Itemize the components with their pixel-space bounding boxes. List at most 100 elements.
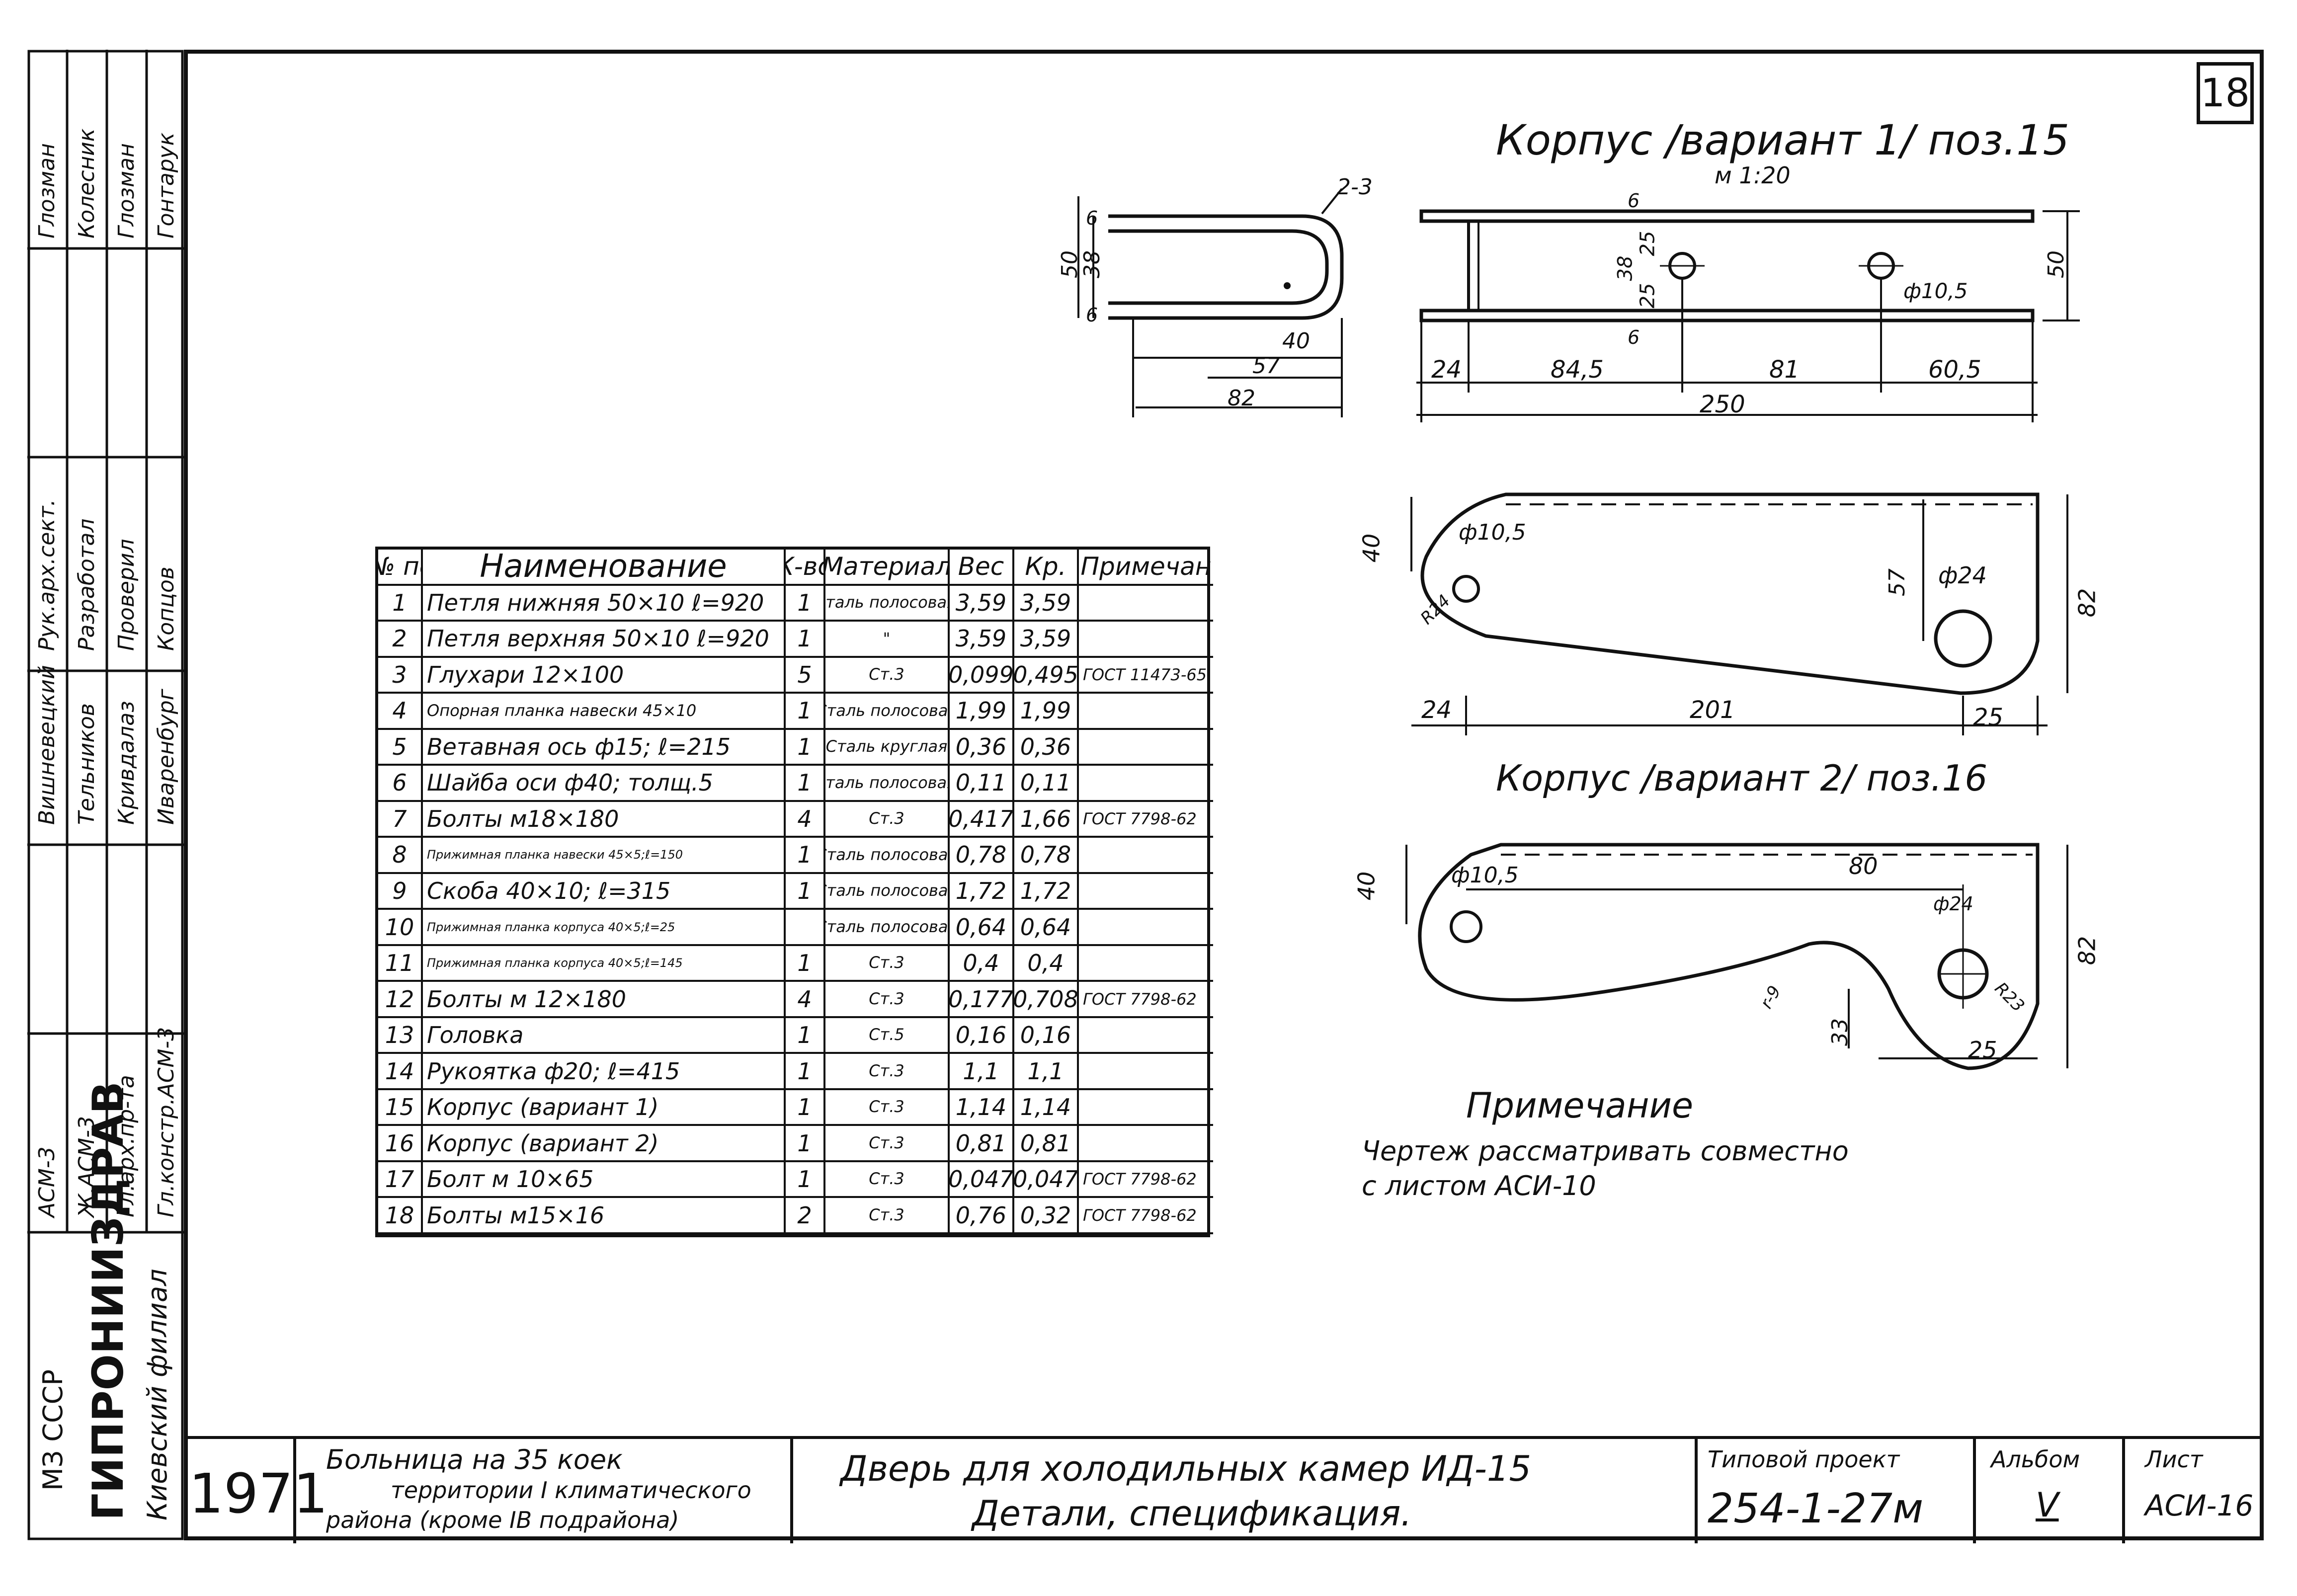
org-ministry: МЗ СССР xyxy=(37,1369,69,1491)
dim-label: 81 xyxy=(1769,356,1800,384)
project-line2: территории I климатического xyxy=(391,1477,751,1504)
table-cell: Глухари 12×100 xyxy=(423,657,786,694)
dim-label: 25 xyxy=(1636,283,1659,309)
table-cell: Ст.5 xyxy=(825,1018,950,1054)
signature-role: Копцов xyxy=(154,566,179,651)
dim-label: 38 xyxy=(1079,250,1105,278)
table-cell: 3 xyxy=(378,657,423,694)
table-cell xyxy=(1079,1018,1213,1054)
dim-label: ф24 xyxy=(1933,893,1973,915)
dim-label: 6 xyxy=(1086,207,1098,229)
table-cell: 0,16 xyxy=(1014,1018,1079,1054)
album-cell: Альбом V xyxy=(1973,1439,2122,1543)
table-cell: 1 xyxy=(786,1054,825,1090)
dim-label: 82 xyxy=(2073,588,2101,618)
org-branch: Киевский филиал xyxy=(142,1269,173,1520)
table-cell: 1 xyxy=(786,874,825,910)
header-material: Материал xyxy=(825,550,950,586)
table-cell: 3,59 xyxy=(1014,585,1079,622)
signature-name: Тельников xyxy=(74,703,99,825)
signature-role: Гл.констр.АСМ-3 xyxy=(154,1027,179,1217)
table-cell: 0,32 xyxy=(1014,1198,1079,1234)
table-cell: Ст.3 xyxy=(825,1090,950,1126)
table-cell: 0,4 xyxy=(1014,946,1079,982)
table-cell xyxy=(786,910,825,946)
table-cell: 0,495 xyxy=(1014,657,1079,694)
table-cell: сталь полосовая xyxy=(825,585,950,622)
dim-label: 201 xyxy=(1690,696,1735,724)
table-cell: Рукоятка ф20; ℓ=415 xyxy=(423,1054,786,1090)
table-cell: Болты м18×180 xyxy=(423,801,786,838)
table-cell: Прижимная планка навески 45×5;ℓ=150 xyxy=(423,838,786,874)
dim-label: 50 xyxy=(1057,250,1082,278)
table-cell: Сталь полосовая xyxy=(825,694,950,730)
table-cell: 1 xyxy=(786,1090,825,1126)
table-cell: 0,36 xyxy=(1014,729,1079,766)
signature-role: Гл.арх.пр-та xyxy=(114,1075,139,1217)
table-cell: Ст.3 xyxy=(825,1162,950,1198)
table-cell: Скоба 40×10; ℓ=315 xyxy=(423,874,786,910)
table-cell: 1,14 xyxy=(1014,1090,1079,1126)
table-cell: 0,78 xyxy=(1014,838,1079,874)
table-cell: 5 xyxy=(786,657,825,694)
header-name: Наименование xyxy=(423,550,786,586)
table-cell: 9 xyxy=(378,874,423,910)
table-cell: Головка xyxy=(423,1018,786,1054)
housing-variant1-plan xyxy=(1416,209,2080,422)
album-value: V xyxy=(2036,1486,2059,1525)
sheet-label: Лист xyxy=(2145,1446,2203,1473)
dim-label: 6 xyxy=(1628,326,1640,348)
table-cell: 0,64 xyxy=(1014,910,1079,946)
table-cell: 4 xyxy=(786,801,825,838)
table-cell: 0,047 xyxy=(1014,1162,1079,1198)
table-cell: 0,36 xyxy=(950,729,1014,766)
dim-label: 250 xyxy=(1700,391,1745,418)
table-cell: 14 xyxy=(378,1054,423,1090)
table-cell: 1 xyxy=(786,622,825,658)
signature-role: Проверил xyxy=(114,539,139,651)
housing-variant2-plan xyxy=(1405,843,2068,1070)
dim-label: 40 xyxy=(1282,328,1310,354)
table-cell: 0,047 xyxy=(950,1162,1014,1198)
dim-label: 2-3 xyxy=(1337,174,1373,200)
title-block: 1971 Больница на 35 коек территории I кл… xyxy=(184,1436,2264,1543)
table-cell xyxy=(1079,874,1213,910)
dim-label: ф10,5 xyxy=(1459,520,1526,545)
document-cell: Дверь для холодильных камер ИД-15 Детали… xyxy=(790,1439,1695,1543)
dim-label: 40 xyxy=(1353,871,1380,901)
type-project-cell: Типовой проект 254-1-27м xyxy=(1695,1439,1973,1543)
table-cell: Ст.3 xyxy=(825,657,950,694)
table-cell xyxy=(1079,910,1213,946)
table-cell: 16 xyxy=(378,1126,423,1162)
table-cell: 4 xyxy=(378,694,423,730)
dim-label: 82 xyxy=(2073,936,2101,965)
table-cell: 1,14 xyxy=(950,1090,1014,1126)
dim-label: 25 xyxy=(1973,704,2004,731)
table-cell: 0,4 xyxy=(950,946,1014,982)
project-cell: Больница на 35 коек территории I климати… xyxy=(293,1439,790,1543)
signature-role: АСМ-3 xyxy=(34,1146,60,1217)
dim-label: 57 xyxy=(1252,353,1280,379)
table-cell xyxy=(1079,1126,1213,1162)
table-cell: 0,11 xyxy=(1014,766,1079,802)
table-cell: Прижимная планка корпуса 40×5;ℓ=25 xyxy=(423,910,786,946)
table-cell: Ст.3 xyxy=(825,1054,950,1090)
dim-label: 82 xyxy=(1228,386,1255,411)
table-cell: 10 xyxy=(378,910,423,946)
dim-label: ф24 xyxy=(1938,562,1987,589)
table-cell: 0,64 xyxy=(950,910,1014,946)
signature-role: Рук.арх.сект. xyxy=(34,499,60,651)
table-cell: 0,81 xyxy=(950,1126,1014,1162)
table-cell: ГОСТ 7798-62 xyxy=(1079,802,1213,838)
table-cell xyxy=(1079,694,1213,730)
signature-name: Кривдалаз xyxy=(114,701,139,825)
table-cell: Петля верхняя 50×10 ℓ=920 xyxy=(423,622,786,658)
table-cell: Сталь полосовая xyxy=(825,838,950,874)
table-cell xyxy=(1079,946,1213,982)
dim-label: 50 xyxy=(2044,250,2069,278)
album-label: Альбом xyxy=(1991,1446,2080,1473)
table-cell: 1 xyxy=(378,585,423,622)
table-cell xyxy=(1079,1090,1213,1126)
table-cell: 3,59 xyxy=(950,622,1014,658)
